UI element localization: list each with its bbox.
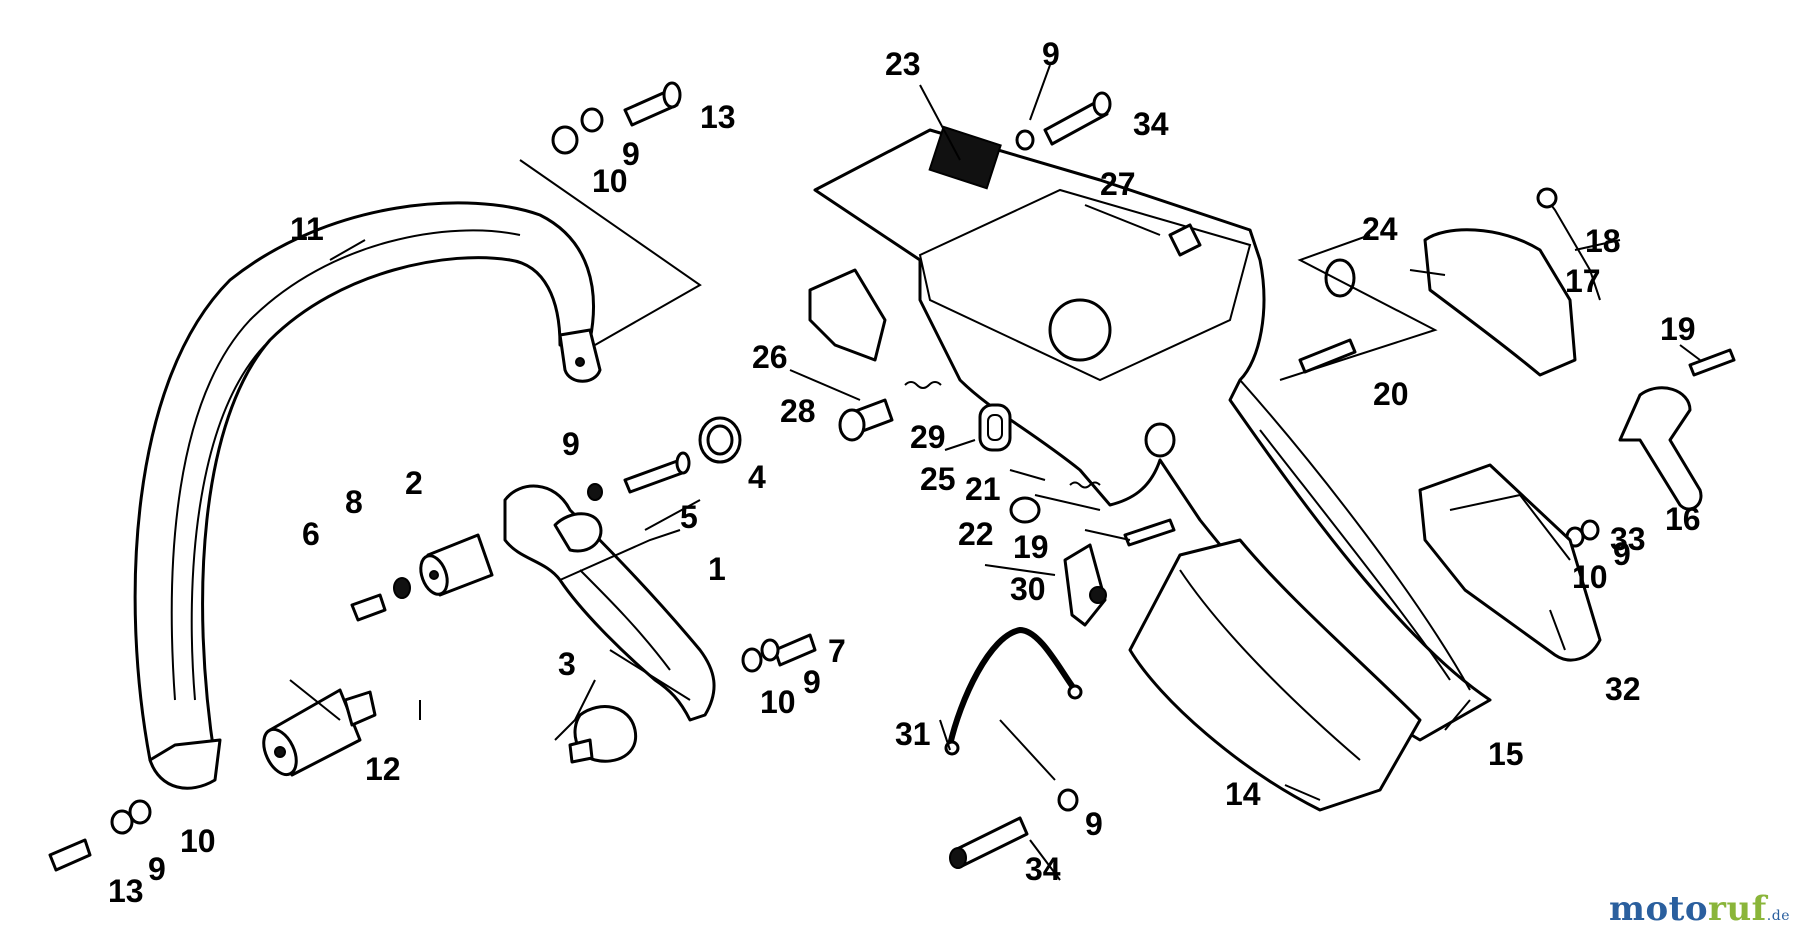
label-19-mid: 19 xyxy=(1013,529,1049,565)
trigger xyxy=(1618,386,1703,511)
label-29: 29 xyxy=(910,419,946,455)
pin-20 xyxy=(1298,338,1357,374)
label-31: 31 xyxy=(895,716,931,752)
part-number-labels: 13 9 10 11 9 2 8 6 4 5 1 3 7 9 10 12 10 … xyxy=(108,36,1701,909)
screw-7 xyxy=(773,633,817,667)
pins-19 xyxy=(1123,348,1736,547)
screw-28 xyxy=(838,398,894,442)
label-15: 15 xyxy=(1488,736,1524,772)
label-6: 6 xyxy=(302,516,320,552)
label-5: 5 xyxy=(680,499,698,535)
label-9-bottom: 9 xyxy=(148,851,166,887)
watermark-logo: motoruf.de xyxy=(1608,889,1790,929)
rubber-buffer xyxy=(568,705,638,764)
leader-lines xyxy=(289,64,1701,881)
label-13-bottom: 13 xyxy=(108,873,144,909)
label-7: 7 xyxy=(828,633,846,669)
label-2: 2 xyxy=(405,465,423,501)
washers xyxy=(110,107,1600,835)
label-16: 16 xyxy=(1665,501,1701,537)
label-1: 1 xyxy=(708,551,726,587)
label-34-top: 34 xyxy=(1133,106,1169,142)
label-11: 11 xyxy=(290,211,324,247)
label-12: 12 xyxy=(365,751,401,787)
label-22: 22 xyxy=(958,516,994,552)
cap-24 xyxy=(1324,258,1356,298)
spacer xyxy=(419,533,494,597)
label-33: 33 xyxy=(1610,521,1646,557)
label-19-right: 19 xyxy=(1660,311,1696,347)
vibration-buffer xyxy=(262,688,377,777)
plug-27 xyxy=(1168,223,1202,257)
label-24: 24 xyxy=(1362,211,1398,247)
label-10-right: 10 xyxy=(1572,559,1608,595)
ring xyxy=(698,416,742,464)
label-27: 27 xyxy=(1100,166,1136,202)
washer-8 xyxy=(393,577,411,599)
label-9-bottom-right: 9 xyxy=(1085,806,1103,842)
label-17: 17 xyxy=(1565,263,1601,299)
label-34-bottom: 34 xyxy=(1025,851,1061,887)
label-10-lever: 10 xyxy=(760,684,796,720)
label-10-bottom: 10 xyxy=(180,823,216,859)
label-4: 4 xyxy=(748,459,766,495)
label-9-lever: 9 xyxy=(803,664,821,700)
label-18: 18 xyxy=(1585,223,1621,259)
label-14: 14 xyxy=(1225,776,1261,812)
label-8: 8 xyxy=(345,484,363,520)
part-26 xyxy=(808,268,887,362)
label-26: 26 xyxy=(752,339,788,375)
lower-cover xyxy=(1128,538,1422,812)
label-13-top: 13 xyxy=(700,99,736,135)
bolt-5 xyxy=(623,451,691,494)
spring-29 xyxy=(904,381,942,389)
label-25: 25 xyxy=(920,461,956,497)
label-30: 30 xyxy=(1010,571,1046,607)
label-10-top: 10 xyxy=(592,163,628,199)
front-handle-bar xyxy=(133,201,602,790)
side-cover xyxy=(1418,463,1602,662)
label-3: 3 xyxy=(558,646,576,682)
label-21: 21 xyxy=(965,471,1001,507)
label-20: 20 xyxy=(1373,376,1409,412)
label-32: 32 xyxy=(1605,671,1641,707)
spring-lever xyxy=(1423,187,1601,377)
label-9-mid: 9 xyxy=(562,426,580,462)
screws-13 xyxy=(48,81,682,872)
clip-30 xyxy=(1063,543,1107,627)
label-23: 23 xyxy=(885,46,921,82)
small-parts-21-22 xyxy=(1009,481,1101,524)
bolts-34 xyxy=(949,91,1112,869)
label-9-top-right: 9 xyxy=(1042,36,1060,72)
grommet-25 xyxy=(978,403,1012,452)
label-28: 28 xyxy=(780,393,816,429)
label-9-right: 9 xyxy=(1613,536,1631,572)
screw-6 xyxy=(350,593,387,622)
label-9-top: 9 xyxy=(622,136,640,172)
